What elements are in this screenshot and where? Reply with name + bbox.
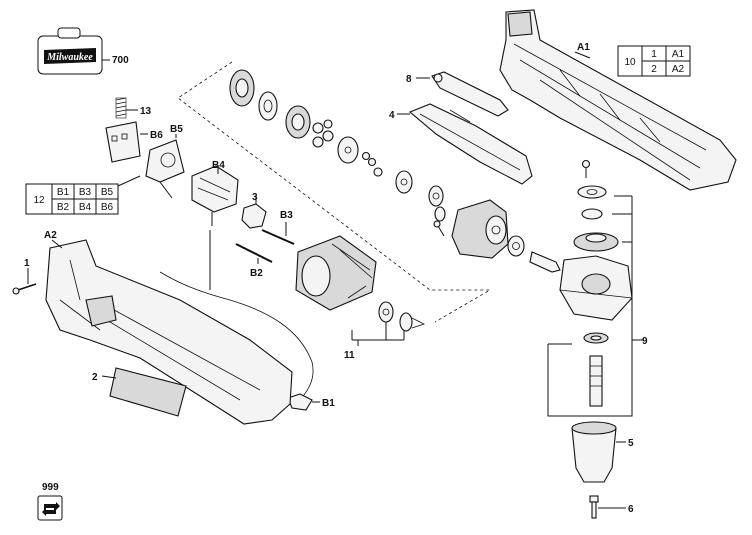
motor-pinion	[399, 312, 426, 332]
label-b2: B2	[250, 268, 263, 279]
label-11: 11	[344, 350, 355, 361]
top-screw	[581, 159, 591, 178]
ring-gear	[229, 69, 255, 107]
table12-cell: B3	[79, 187, 92, 198]
table10-cell: A2	[672, 64, 685, 75]
label-8: 8	[406, 74, 412, 85]
label-2: 2	[92, 372, 98, 383]
screw-part-1	[12, 283, 37, 295]
top-washer	[581, 208, 603, 220]
motor-part-11	[295, 235, 377, 311]
label-a2: A2	[44, 230, 57, 241]
table12-cell: B4	[79, 202, 92, 213]
gear-housing-ring	[285, 105, 311, 139]
housing-half-a1	[499, 9, 737, 191]
battery-terminal-b1	[287, 393, 313, 411]
table12-id: 12	[33, 195, 45, 206]
label-plate-part-2	[109, 367, 187, 417]
clip-part-3	[241, 203, 267, 229]
slider-part-8	[431, 71, 509, 117]
group-9-bracket	[547, 195, 644, 417]
planet-carrier	[337, 136, 359, 164]
switch-block-b6	[105, 121, 141, 163]
label-9: 9	[642, 336, 648, 347]
label-6: 6	[628, 504, 634, 515]
logo-brand-text: Milwaukee	[46, 52, 93, 63]
wire-harness	[159, 271, 314, 403]
label-5: 5	[628, 438, 634, 449]
assembly-axis-line	[177, 61, 492, 323]
label-b5: B5	[170, 124, 183, 135]
table10-cell: 1	[651, 49, 657, 60]
label-b6: B6	[150, 130, 163, 141]
motor-bearing	[378, 301, 394, 323]
chuck-part-5	[571, 421, 617, 483]
refresh-icon[interactable]	[37, 495, 63, 521]
rod-part-b2	[235, 243, 273, 263]
table12-cell: B1	[57, 187, 70, 198]
reference-table-10: 10 1 A1 2 A2	[617, 45, 691, 77]
planet-gears	[312, 119, 334, 148]
label-b3: B3	[280, 210, 293, 221]
reference-table-12: 12 B1 B3 B5 B2 B4 B6	[25, 183, 119, 215]
table10-cell: A1	[672, 49, 685, 60]
table10-cell: 2	[651, 64, 657, 75]
small-screw	[433, 220, 445, 237]
label-a1: A1	[577, 42, 590, 53]
label-b4: B4	[212, 160, 225, 171]
label-13: 13	[140, 106, 152, 117]
sun-gear	[395, 170, 413, 194]
washer	[428, 185, 444, 207]
bevel-gear	[573, 232, 619, 252]
pinion-shaft	[529, 251, 561, 273]
switch-bar-part-4	[408, 103, 533, 185]
label-1: 1	[24, 258, 30, 269]
spacer-ring	[434, 206, 446, 222]
milwaukee-logo-part: Milwaukee	[37, 27, 103, 75]
table12-cell: B5	[101, 187, 114, 198]
spindle	[589, 355, 603, 407]
small-gears	[361, 151, 383, 177]
label-4: 4	[389, 110, 395, 121]
module-part-b4	[191, 165, 239, 213]
angle-head-housing	[559, 255, 633, 321]
bearing-plate	[577, 185, 607, 199]
table12-cell: B2	[57, 202, 70, 213]
rod-part-b3	[261, 229, 295, 245]
table10-id: 10	[624, 57, 636, 68]
label-b1: B1	[322, 398, 335, 409]
table12-cell: B6	[101, 202, 114, 213]
screw-part-6	[589, 495, 599, 519]
spring-part-13	[115, 97, 127, 119]
housing-half-a2	[45, 239, 293, 425]
spindle-ring	[583, 332, 609, 344]
gearbox-housing	[451, 199, 509, 259]
bearing	[507, 235, 525, 257]
label-700: 700	[112, 55, 129, 66]
thrust-washer	[258, 91, 278, 121]
label-3: 3	[252, 192, 258, 203]
selector-part-b5	[145, 139, 185, 183]
label-999: 999	[42, 482, 59, 493]
